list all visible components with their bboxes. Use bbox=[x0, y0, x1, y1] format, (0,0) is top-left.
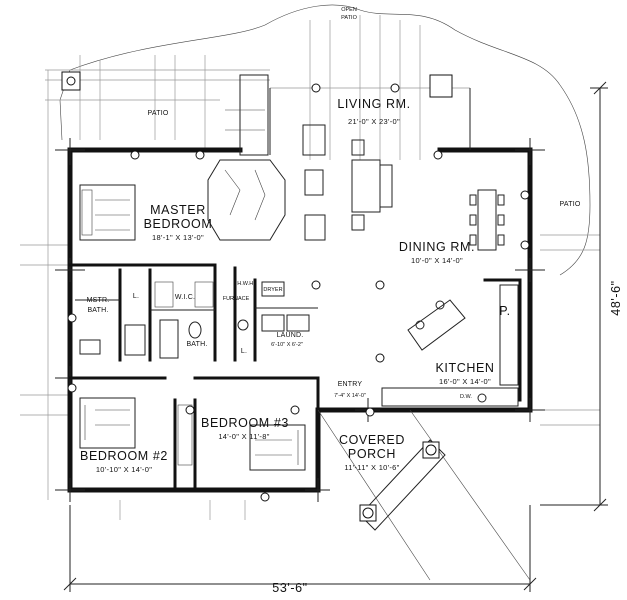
kitchen-island bbox=[407, 299, 466, 351]
log-corners bbox=[55, 138, 545, 502]
patio-right-label: PATIO bbox=[560, 201, 581, 208]
covered-porch-roof bbox=[317, 409, 531, 581]
entry-label: ENTRY bbox=[338, 381, 363, 388]
bedroom-2-bed bbox=[79, 397, 136, 449]
master-bedroom-label: MASTER bbox=[150, 203, 206, 217]
column-markers bbox=[67, 83, 530, 502]
dining-room-dimensions: 10'-0" X 14'-0" bbox=[411, 256, 463, 265]
fireplace-chimney bbox=[207, 74, 286, 241]
depth-dimension-line bbox=[540, 81, 608, 512]
living-room-label: LIVING RM. bbox=[337, 97, 410, 111]
water-heater-label: H.W.H. bbox=[237, 281, 255, 287]
bedroom-2-label: BEDROOM #2 bbox=[80, 449, 168, 463]
width-dimension-line bbox=[63, 505, 537, 592]
open-patio-label-2: PATIO bbox=[341, 15, 357, 21]
living-furniture bbox=[302, 124, 393, 241]
kitchen-counters bbox=[381, 284, 519, 407]
interior-walls bbox=[68, 263, 522, 492]
linen-closet-label: L. bbox=[133, 293, 139, 300]
patio-left-label: PATIO bbox=[148, 110, 169, 117]
exterior-walls bbox=[67, 88, 533, 493]
laundry-dimensions: 6'-10" X 6'-2" bbox=[271, 342, 303, 348]
dining-room-label: DINING RM. bbox=[399, 240, 475, 254]
bedroom-3-label: BEDROOM #3 bbox=[201, 416, 289, 430]
linen-closet-2-label: L. bbox=[241, 348, 247, 355]
walk-in-closet-label: W.I.C. bbox=[175, 294, 195, 301]
overall-depth-dimension: 48'-6" bbox=[609, 280, 623, 315]
pergola-beams bbox=[20, 15, 600, 520]
entry-dimensions: 7'-4" X 14'-0" bbox=[334, 393, 366, 399]
dining-table bbox=[469, 189, 505, 251]
pantry-label: P. bbox=[499, 304, 510, 318]
structure-posts bbox=[61, 71, 453, 522]
closets bbox=[154, 281, 214, 466]
open-patio-label: OPEN bbox=[341, 7, 357, 13]
covered-porch-label: COVERED bbox=[339, 433, 405, 447]
kitchen-dimensions: 16'-0" X 14'-0" bbox=[439, 377, 491, 386]
dishwasher-label: D.W. bbox=[460, 394, 472, 400]
master-bed bbox=[79, 184, 136, 241]
bedroom-3-bed bbox=[249, 424, 306, 471]
bedroom-2-dimensions: 10'-10" X 14'-0" bbox=[96, 465, 152, 474]
master-bedroom-dimensions: 18'-1" X 13'-0" bbox=[152, 233, 204, 242]
furnace-label: FURNACE bbox=[223, 296, 250, 302]
laundry-label: LAUND. bbox=[277, 332, 304, 339]
covered-porch-label-2: PORCH bbox=[348, 447, 396, 461]
living-room-dimensions: 21'-0" X 23'-0" bbox=[348, 117, 400, 126]
open-patio-outline bbox=[69, 4, 591, 276]
master-bath-label: MSTR. bbox=[87, 297, 110, 304]
bath-fixtures bbox=[79, 281, 310, 359]
bath-label: BATH. bbox=[186, 341, 207, 348]
kitchen-label: KITCHEN bbox=[435, 361, 494, 375]
covered-porch-dimensions: 11'-11" X 10'-6" bbox=[344, 463, 399, 472]
bedroom-3-dimensions: 14'-0" X 11'-8" bbox=[218, 432, 269, 441]
dryer-label: DRYER bbox=[263, 287, 282, 293]
master-bath-label-2: BATH. bbox=[87, 307, 108, 314]
overall-width-dimension: 53'-6" bbox=[272, 581, 307, 595]
master-bedroom-label-2: BEDROOM bbox=[144, 217, 213, 231]
